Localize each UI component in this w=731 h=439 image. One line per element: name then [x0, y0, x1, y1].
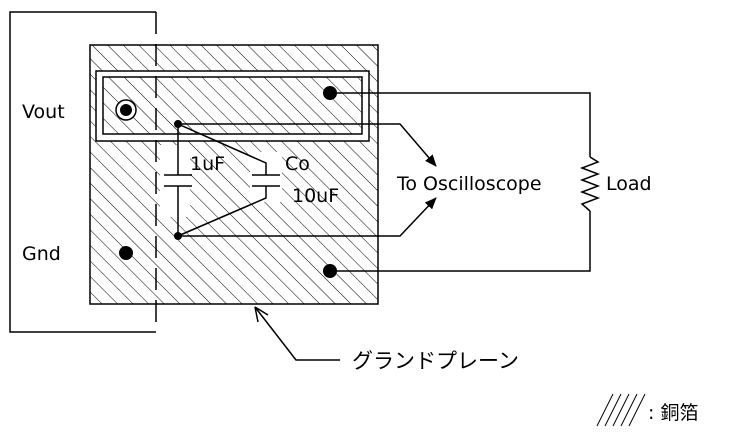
ground-plane-pointer	[254, 306, 340, 361]
cap-co-value-label: 10uF	[292, 185, 339, 207]
cap-co-name-label: Co	[285, 153, 310, 175]
cap-1uf-bg	[160, 145, 190, 217]
capacitor-1uf	[164, 124, 192, 236]
vout-copper-trace	[102, 76, 363, 135]
vout-pin-inner	[120, 104, 132, 116]
scope-probe-lines	[178, 123, 437, 237]
scope-label: To Oscilloscope	[396, 173, 542, 195]
gnd-pin	[119, 246, 133, 260]
cap-1uf-label: 1uF	[190, 153, 225, 175]
load-wiring	[330, 92, 601, 272]
legend-copper-swatch	[596, 393, 646, 427]
ground-plane-label: グランドプレーン	[352, 349, 519, 373]
legend-copper-label: : 銅箔	[648, 402, 698, 424]
regulator-outline	[9, 11, 156, 333]
load-resistor-zigzag	[579, 156, 601, 212]
gnd-label: Gnd	[22, 243, 61, 265]
capacitor-co	[177, 123, 280, 237]
load-label: Load	[606, 173, 652, 195]
vout-label: Vout	[22, 101, 65, 123]
